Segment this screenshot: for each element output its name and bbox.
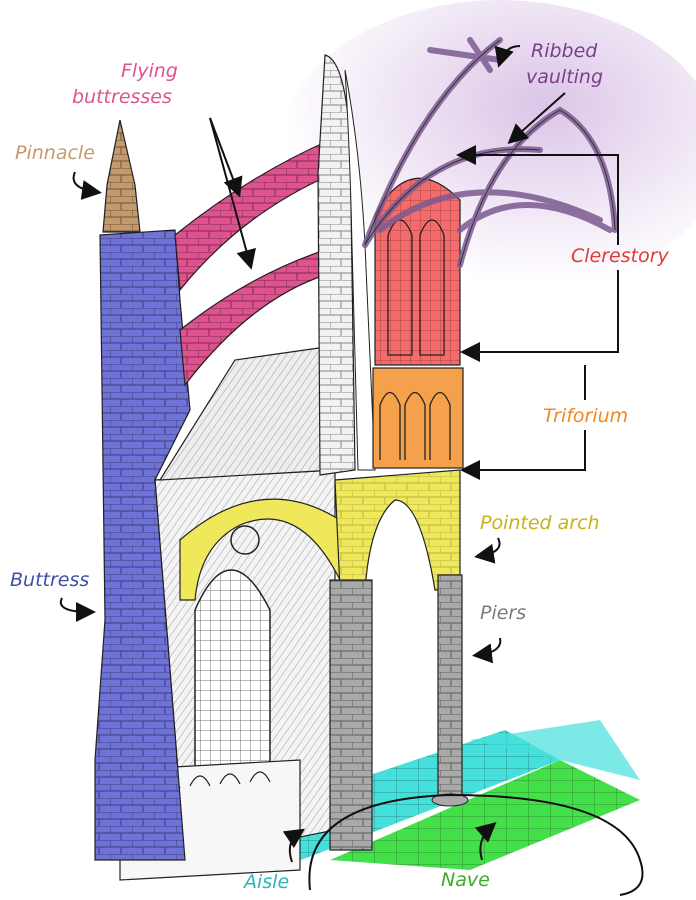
label-pinnacle: Pinnacle	[15, 142, 95, 164]
pointer-arrows	[59, 45, 644, 896]
label-piers: Piers	[480, 602, 527, 624]
label-triforium: Triforium	[543, 405, 629, 427]
clerestory-shape	[374, 177, 461, 366]
pointed-arch-arrow	[474, 537, 501, 564]
nave-loop	[308, 793, 644, 896]
label-buttress: Buttress	[10, 569, 90, 591]
label-flying-buttresses-line2: buttresses	[72, 86, 172, 108]
ribbed-vault-arrow	[494, 45, 521, 68]
piers-arrow	[472, 637, 502, 664]
pier-shapes	[329, 574, 469, 851]
label-pointed-arch: Pointed arch	[480, 512, 600, 534]
flying-buttress-arrow-2	[209, 117, 256, 270]
triforium-bracket	[460, 430, 586, 480]
clerestory-bracket	[456, 145, 619, 245]
pointed-arch-shapes	[179, 469, 461, 601]
nave-wall	[317, 54, 376, 476]
label-clerestory: Clerestory	[571, 245, 669, 267]
buttress-arrow	[59, 597, 96, 622]
label-nave: Nave	[441, 869, 490, 891]
label-aisle: Aisle	[244, 871, 290, 893]
label-ribbed-vaulting-line2: vaulting	[526, 66, 604, 88]
flying-buttress-shapes	[174, 139, 331, 387]
clerestory-bracket-bottom	[460, 270, 619, 362]
buttress-shape	[94, 229, 191, 861]
flying-buttress-arrow-1	[209, 117, 243, 198]
pinnacle-arrow	[72, 171, 102, 200]
nave-arrow	[474, 822, 497, 861]
aisle-arrow	[282, 828, 305, 863]
label-ribbed-vaulting-line1: Ribbed	[531, 40, 598, 62]
pinnacle-shape	[102, 119, 141, 233]
label-flying-buttresses-line1: Flying	[121, 60, 178, 82]
triforium-shape	[372, 367, 464, 469]
vault-arrow	[507, 92, 566, 144]
